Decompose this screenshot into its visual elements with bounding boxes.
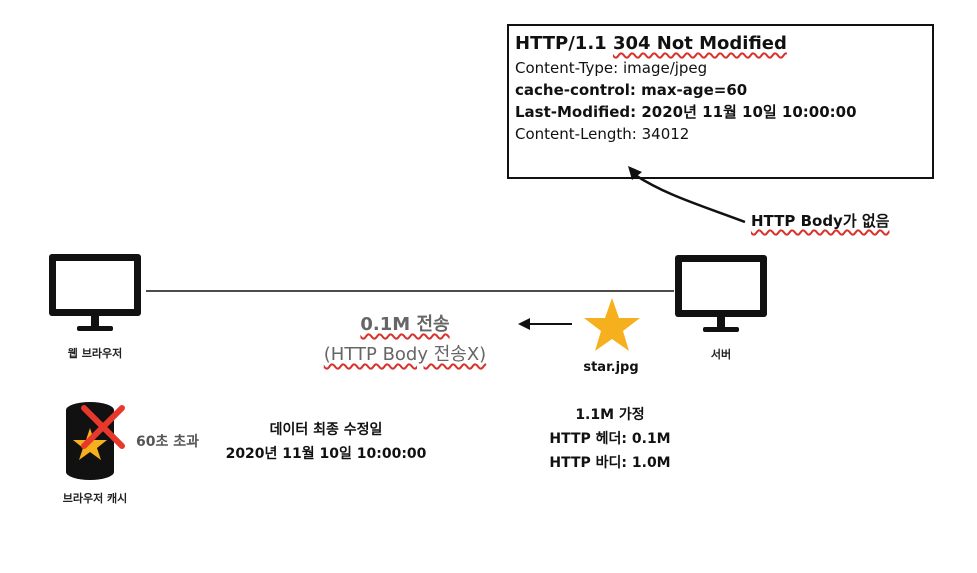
assumption-header: HTTP 헤더: 0.1M: [549, 431, 671, 447]
server-label: 서버: [710, 348, 732, 361]
annotation-arrowhead: [628, 166, 642, 180]
cache-label: 브라우저 캐시: [62, 492, 128, 505]
header-cache-control: cache-control: max-age=60: [515, 81, 748, 99]
transfer-size: 0.1M 전송: [360, 314, 450, 335]
assumption-total: 1.1M 가정: [575, 407, 645, 423]
file-name: star.jpg: [583, 360, 639, 375]
status-line: HTTP/1.1 304 Not Modified: [515, 31, 926, 57]
transfer-note: (HTTP Body 전송X): [323, 344, 487, 365]
server-monitor-icon: [675, 255, 767, 332]
browser-cache-icon: [66, 402, 125, 480]
star-icon: [584, 298, 640, 351]
header-content-length: Content-Length: 34012: [515, 125, 690, 143]
status-code: 304 Not Modified: [612, 33, 787, 54]
client-monitor-icon: [49, 254, 141, 331]
http-response-box: HTTP/1.1 304 Not Modified Content-Type: …: [507, 24, 934, 179]
header-last-modified: Last-Modified: 2020년 11월 10일 10:00:00: [515, 103, 857, 121]
modified-date: 2020년 11월 10일 10:00:00: [225, 446, 427, 462]
transfer-arrowhead: [518, 318, 530, 330]
modified-title: 데이터 최종 수정일: [269, 422, 383, 438]
status-prefix: HTTP/1.1: [515, 33, 613, 54]
header-content-type: Content-Type: image/jpeg: [515, 59, 708, 77]
cache-expired: 60초 초과: [136, 434, 199, 450]
client-label: 웹 브라우저: [67, 347, 123, 360]
assumption-body: HTTP 바디: 1.0M: [549, 455, 671, 471]
no-body-annotation: HTTP Body가 없음: [751, 212, 890, 230]
annotation-arrow: [631, 171, 746, 224]
